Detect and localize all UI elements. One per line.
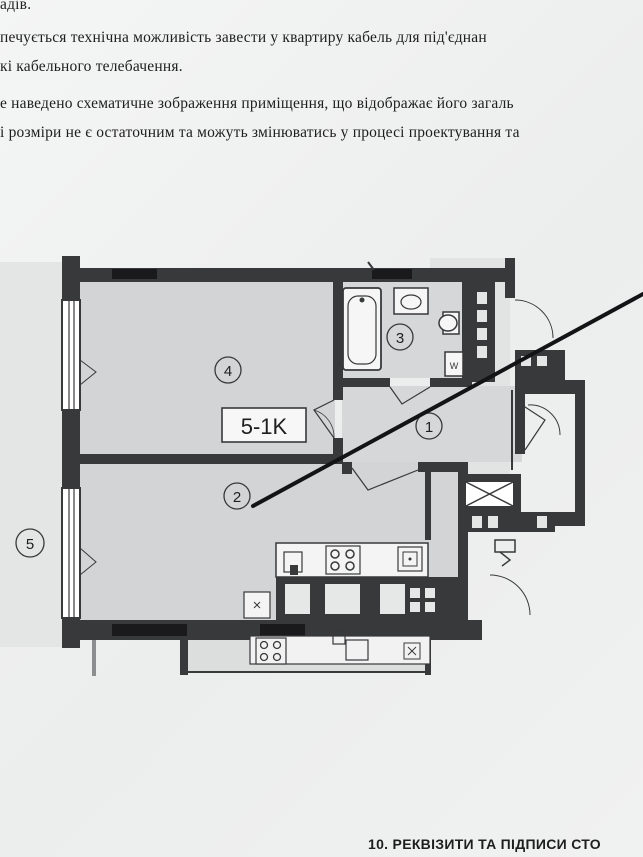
window-swing-top xyxy=(79,359,97,386)
stove-icon xyxy=(325,545,361,575)
text-line-2: печується технічна можливість завести у … xyxy=(0,29,487,46)
door-room-2 xyxy=(351,467,419,491)
room-number-1: 1 xyxy=(415,412,443,440)
lower-kitchen xyxy=(249,629,431,665)
kitchen-sink-icon xyxy=(397,546,423,572)
room-number-2: 2 xyxy=(223,482,251,510)
text-line-5: і розміри не є остаточним та можуть змін… xyxy=(0,124,520,141)
washing-machine-icon: W xyxy=(444,351,464,377)
door-bathroom xyxy=(389,386,431,405)
pen-line xyxy=(251,292,643,508)
room-number-2-text: 2 xyxy=(233,489,241,506)
washer-label: W xyxy=(450,361,459,371)
room-number-5-text: 5 xyxy=(26,536,34,553)
outside-area xyxy=(0,262,62,647)
room-number-1-text: 1 xyxy=(425,419,433,436)
bathtub-icon xyxy=(342,287,382,371)
text-line-3: кі кабельного телебачення. xyxy=(0,58,183,75)
room-number-5: 5 xyxy=(15,528,45,558)
window-swing-bottom xyxy=(79,547,97,576)
wall-4-bath xyxy=(333,282,343,400)
text-line-4: е наведено схематичне зображення приміще… xyxy=(0,95,514,112)
toilet-icon xyxy=(438,311,460,335)
wall-4-2 xyxy=(80,454,342,464)
apartment-label: 5-1K xyxy=(221,407,307,443)
sink-icon xyxy=(393,287,429,315)
room-number-3-text: 3 xyxy=(396,330,404,347)
text-line-1: адів. xyxy=(0,0,32,13)
apartment-label-text: 5-1K xyxy=(241,414,288,439)
room-number-3: 3 xyxy=(386,323,414,351)
footer-heading: 10. РЕКВІЗИТИ ТА ПІДПИСИ СТО xyxy=(368,836,601,852)
shaft-structures xyxy=(458,258,585,616)
room-number-4-text: 4 xyxy=(224,363,232,380)
entrance-door xyxy=(511,390,546,470)
left-wall xyxy=(61,256,81,648)
room-number-4: 4 xyxy=(214,356,242,384)
kitchen-unit xyxy=(243,542,462,620)
door-room-4 xyxy=(313,399,335,439)
room-1-fill xyxy=(342,386,522,462)
